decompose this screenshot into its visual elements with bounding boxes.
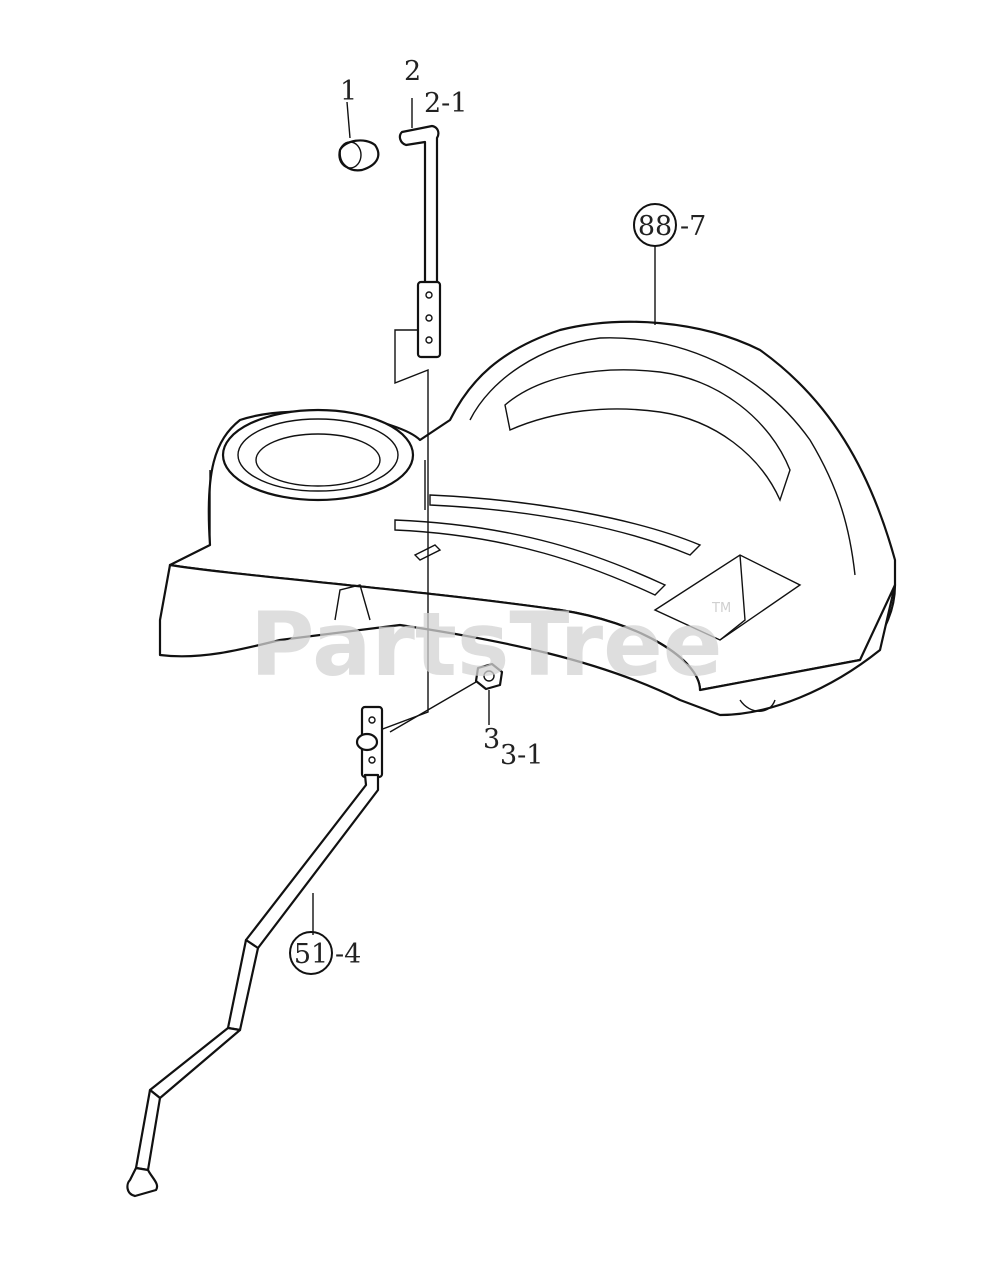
callout-88-suffix: -7: [680, 211, 706, 242]
callout-3-1[interactable]: 3-1: [500, 740, 543, 771]
callout-2-1[interactable]: 2-1: [424, 88, 467, 119]
upper-rod-part[interactable]: [398, 124, 442, 359]
callout-3[interactable]: 3: [483, 724, 500, 755]
watermark-trademark: TM: [711, 601, 731, 616]
nut-part[interactable]: [389, 662, 504, 733]
shift-rod-part[interactable]: [126, 705, 384, 1198]
knob-part[interactable]: [338, 139, 380, 172]
leader-1: [346, 101, 351, 139]
console-panel[interactable]: [158, 320, 897, 717]
callout-2[interactable]: 2: [404, 56, 421, 87]
callout-1[interactable]: 1: [340, 76, 357, 107]
callout-51[interactable]: 51: [294, 939, 328, 970]
callout-51-circle[interactable]: [289, 931, 333, 975]
callout-88[interactable]: 88: [638, 211, 672, 242]
callout-51-suffix: -4: [335, 939, 361, 970]
watermark-text: PartsTree: [250, 593, 722, 696]
callout-88-circle[interactable]: [633, 203, 677, 247]
